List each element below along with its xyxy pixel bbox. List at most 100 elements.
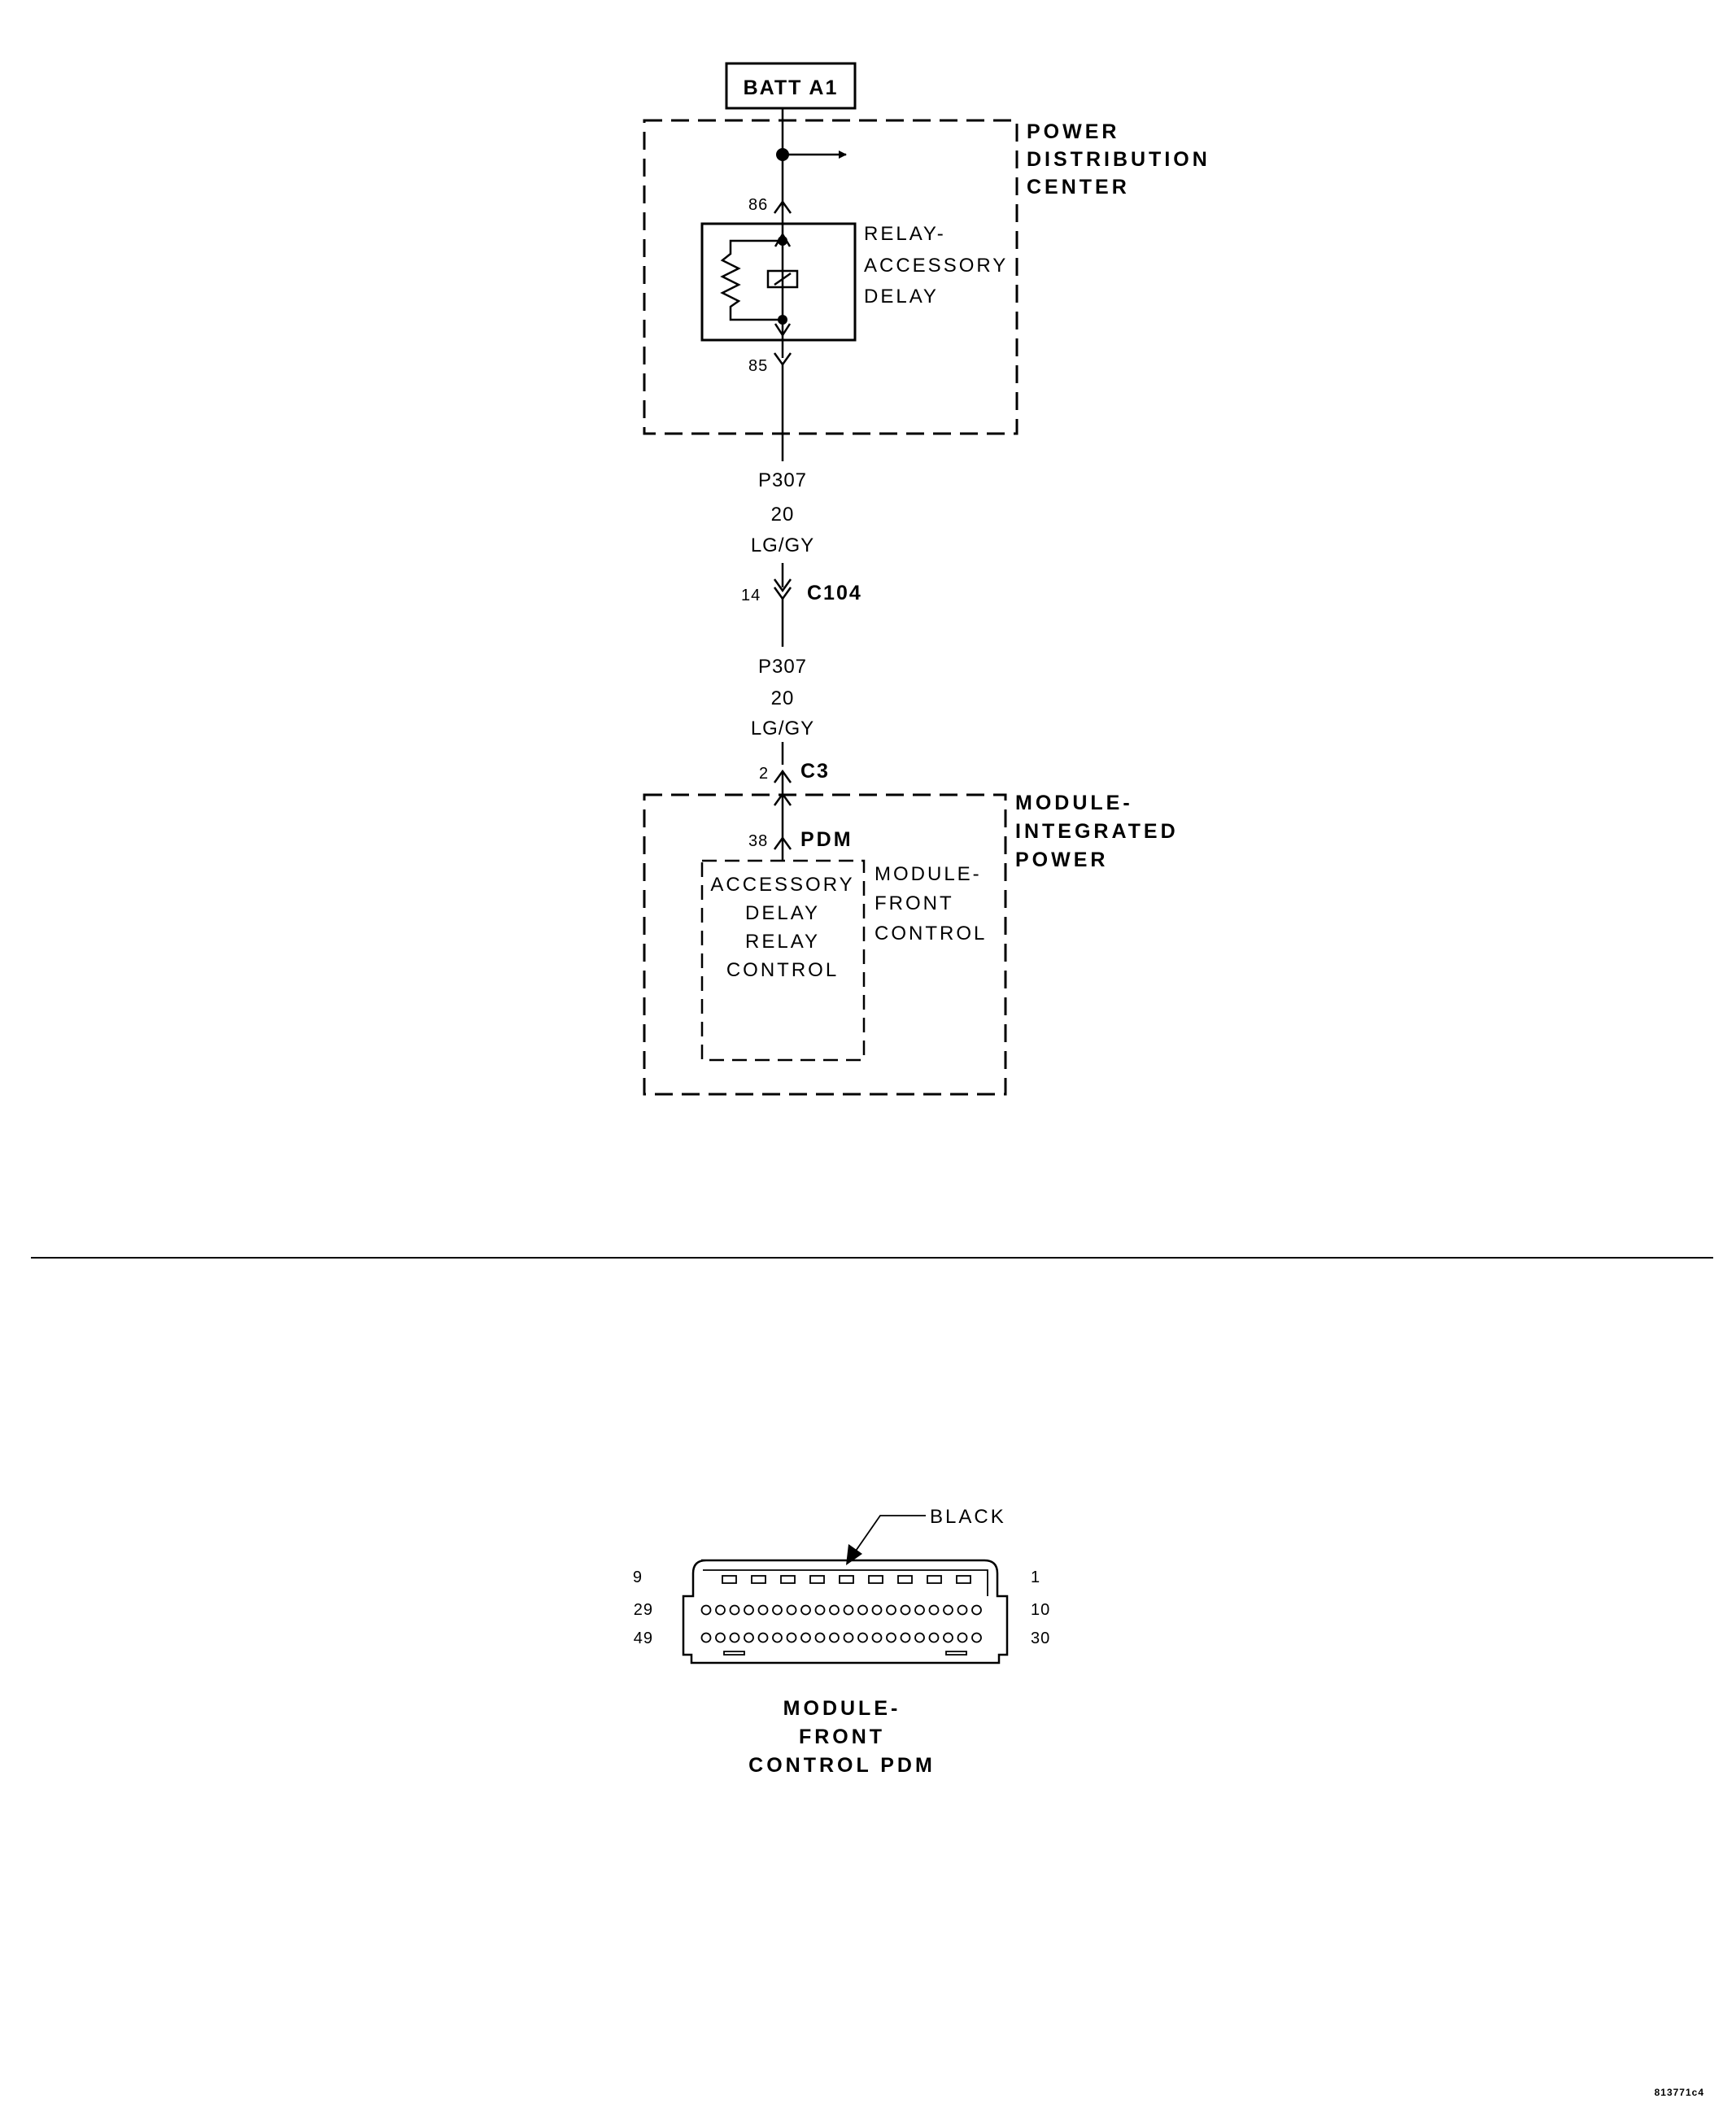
cavity-pin xyxy=(800,1632,811,1643)
cavity-pin xyxy=(971,1604,982,1616)
mip-label-line-3: POWER xyxy=(1015,849,1108,871)
cavity-pin xyxy=(729,1604,740,1616)
cavity-slot xyxy=(897,1575,913,1584)
cavity-pin xyxy=(843,1604,854,1616)
cavity-pin xyxy=(800,1604,811,1616)
cavity-pin xyxy=(757,1632,769,1643)
cavity-slot xyxy=(722,1575,737,1584)
c3-pin: 2 xyxy=(759,765,769,783)
fcm-inner-line-3: RELAY xyxy=(745,931,820,953)
battery-box xyxy=(725,62,857,110)
cavity-slot xyxy=(809,1575,825,1584)
fcm-inner-line-4: CONTROL xyxy=(726,959,839,981)
pdc-label-line-3: CENTER xyxy=(1027,176,1130,199)
cavity-pin xyxy=(814,1604,826,1616)
c3-name: C3 xyxy=(800,760,830,783)
cavity-pin xyxy=(957,1632,968,1643)
cavity-pin xyxy=(715,1632,726,1643)
cavity-pin xyxy=(971,1632,982,1643)
connector-title-line-3: CONTROL PDM xyxy=(748,1754,936,1777)
c104-pin: 14 xyxy=(741,587,761,604)
connector-housing xyxy=(682,1559,1009,1664)
resistor-icon xyxy=(720,239,783,321)
relay-pin-85: 85 xyxy=(748,357,768,375)
relay-label-line-2: ACCESSORY xyxy=(864,255,1008,277)
c104-male-symbol xyxy=(773,578,792,593)
cavity-pin xyxy=(914,1604,925,1616)
cavity-slot xyxy=(780,1575,796,1584)
cavity-slot xyxy=(927,1575,942,1584)
cavity-pin xyxy=(757,1604,769,1616)
fcm-label-line-2: FRONT xyxy=(875,892,954,914)
row3-right-pin: 30 xyxy=(1031,1630,1050,1647)
connector-pdm: 38 PDM xyxy=(748,828,853,851)
relay-label-line-3: DELAY xyxy=(864,286,939,308)
cavity-slot xyxy=(839,1575,854,1584)
row3-left-pin: 49 xyxy=(634,1630,653,1647)
cavity-row-2 xyxy=(700,1604,982,1616)
mip-label-line-2: INTEGRATED xyxy=(1015,820,1179,843)
connector-title-line-1: MODULE- xyxy=(783,1697,901,1720)
cavity-pin xyxy=(871,1632,883,1643)
cavity-pin xyxy=(772,1632,783,1643)
mip-dashed-border xyxy=(643,793,1007,1096)
pdc-dashed-border xyxy=(643,119,1018,435)
wire-1-color: LG/GY xyxy=(751,534,814,556)
battery-label: BATT A1 xyxy=(744,76,839,99)
connector-latch-left xyxy=(723,1651,745,1656)
cavity-pin xyxy=(814,1632,826,1643)
cavity-pin xyxy=(857,1604,868,1616)
cavity-pin xyxy=(744,1604,754,1616)
c104-name: C104 xyxy=(807,582,862,604)
fcm-inner-line-1: ACCESSORY xyxy=(710,874,854,896)
pdm-name: PDM xyxy=(800,828,853,851)
cavity-slot xyxy=(751,1575,766,1584)
power-distribution-center: POWER DISTRIBUTION CENTER xyxy=(643,119,1210,435)
cavity-slot xyxy=(956,1575,971,1584)
cavity-pin xyxy=(715,1604,726,1616)
module-integrated-power: MODULE- INTEGRATED POWER xyxy=(643,792,1179,1096)
row2-right-pin: 10 xyxy=(1031,1601,1050,1619)
wire-2-circuit: P307 xyxy=(758,656,807,678)
connector-color-label: BLACK xyxy=(930,1506,1006,1528)
cavity-row-1 xyxy=(722,1575,971,1584)
connector-housing-inner xyxy=(703,1569,988,1596)
cavity-pin xyxy=(928,1604,940,1616)
row2-left-pin: 29 xyxy=(634,1601,653,1619)
cavity-pin xyxy=(886,1632,896,1643)
cavity-pin xyxy=(829,1604,840,1616)
cavity-pin xyxy=(900,1632,911,1643)
pdc-label-line-2: DISTRIBUTION xyxy=(1027,148,1210,171)
cavity-pin xyxy=(700,1632,712,1643)
connector-face-view: BLACK 9 1 29 10 49 30 MODULE- FRONT CONT… xyxy=(633,1506,1050,1777)
connector-c3: 2 C3 xyxy=(759,760,830,783)
wire-2-gauge: 20 xyxy=(771,687,795,709)
mip-label-line-1: MODULE- xyxy=(1015,792,1133,814)
cavity-pin xyxy=(729,1632,740,1643)
cavity-pin xyxy=(943,1604,953,1616)
relay-coil-slash xyxy=(774,272,792,286)
fcm-inner-line-2: DELAY xyxy=(745,902,820,924)
cavity-row-3 xyxy=(700,1632,982,1643)
cavity-pin xyxy=(928,1632,940,1643)
figure-id: 813771c4 xyxy=(1655,2087,1704,2098)
cavity-pin xyxy=(744,1632,754,1643)
module-front-control: ACCESSORY DELAY RELAY CONTROL MODULE- FR… xyxy=(700,859,984,1062)
relay-accessory-delay: RELAY- ACCESSORY DELAY xyxy=(700,222,1008,342)
cavity-pin xyxy=(772,1604,783,1616)
cavity-pin xyxy=(829,1632,840,1643)
wire-2-color: LG/GY xyxy=(751,718,814,740)
cavity-pin xyxy=(786,1632,797,1643)
connector-latch-right xyxy=(945,1651,967,1656)
connector-title-line-2: FRONT xyxy=(799,1726,885,1748)
relay-arrow-bottom xyxy=(774,323,792,338)
connector-c104: 14 C104 xyxy=(741,578,862,604)
fcm-label-line-1: MODULE- xyxy=(875,863,982,885)
relay-coil-icon xyxy=(766,269,799,289)
cavity-pin xyxy=(871,1604,883,1616)
relay-arrow-top xyxy=(774,232,792,247)
pdc-label-line-1: POWER xyxy=(1027,120,1119,143)
pdm-connector-symbol xyxy=(773,835,792,850)
mip-entry-arrow xyxy=(773,792,792,806)
relay-box xyxy=(700,222,857,342)
